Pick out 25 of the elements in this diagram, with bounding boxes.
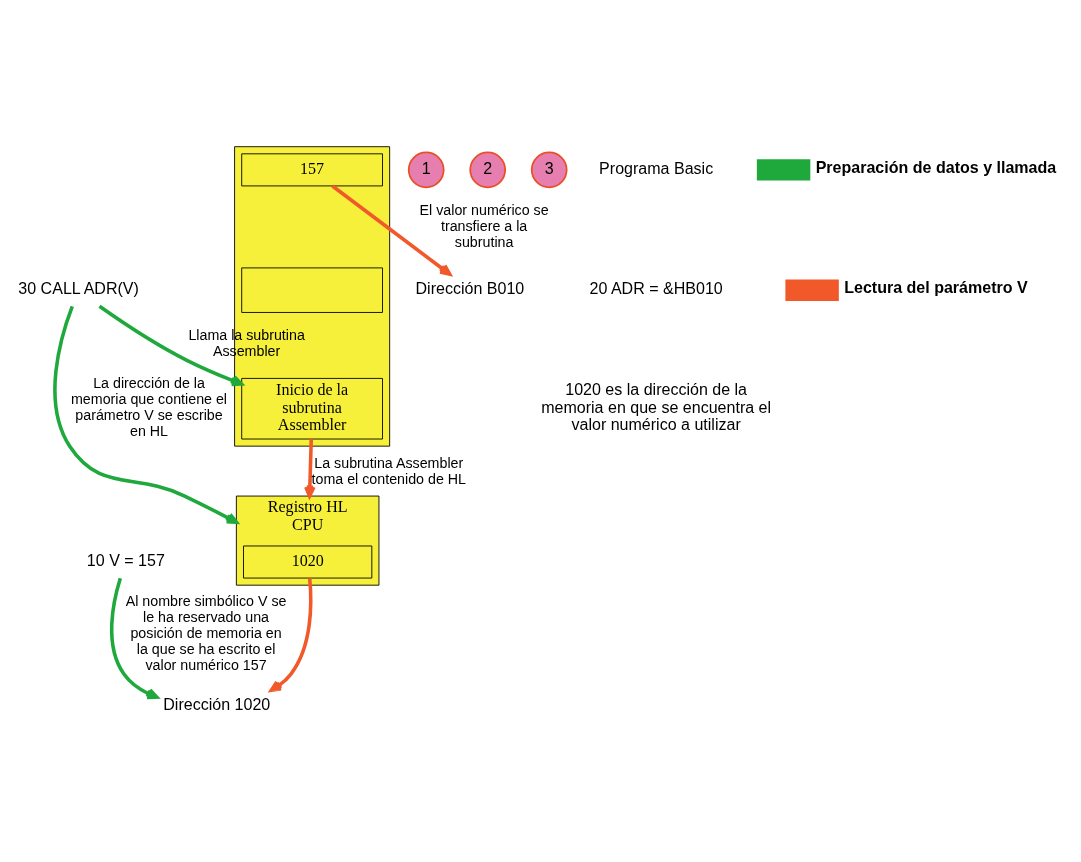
node-box: 1020	[243, 545, 373, 579]
edge-label: La dirección de la memoria que contiene el parámetro V se escribe en HL	[70, 375, 228, 440]
arrow	[98, 304, 244, 387]
node-box: Inicio de la subrutina Assembler	[241, 377, 383, 440]
arrow	[269, 578, 313, 693]
node-circle: 3	[530, 151, 568, 189]
node-text: 30 CALL ADR(V)	[18, 279, 139, 298]
label: 20 ADR = &HB010	[589, 279, 723, 298]
node-box: 157	[241, 153, 383, 187]
label: Programa Basic	[599, 158, 714, 177]
node-circle: 1	[407, 151, 445, 189]
node-circle: 2	[469, 151, 507, 189]
arrow	[304, 439, 316, 499]
node-text: 10 V = 157	[86, 550, 165, 569]
arrow	[53, 305, 239, 524]
node-box	[241, 267, 383, 313]
legend-label: Preparación de datos y llamada	[815, 157, 1057, 176]
arrow	[331, 184, 452, 276]
arrow	[109, 577, 159, 700]
edge-label: El valor numérico se transfiere a la subrutina	[419, 202, 549, 251]
label: 1020 es la dirección de la memoria en que se encuentra el valor numérico a utilizar	[541, 379, 772, 434]
node-text: Dirección 1020	[163, 695, 271, 714]
edge-label: Al nombre simbólico V se le ha reservado una posición de memoria en la que se ha escrito el valor numérico 157	[125, 592, 287, 673]
node-text: Dirección B010	[415, 279, 525, 298]
legend-label: Lectura del parámetro V	[844, 278, 1028, 297]
